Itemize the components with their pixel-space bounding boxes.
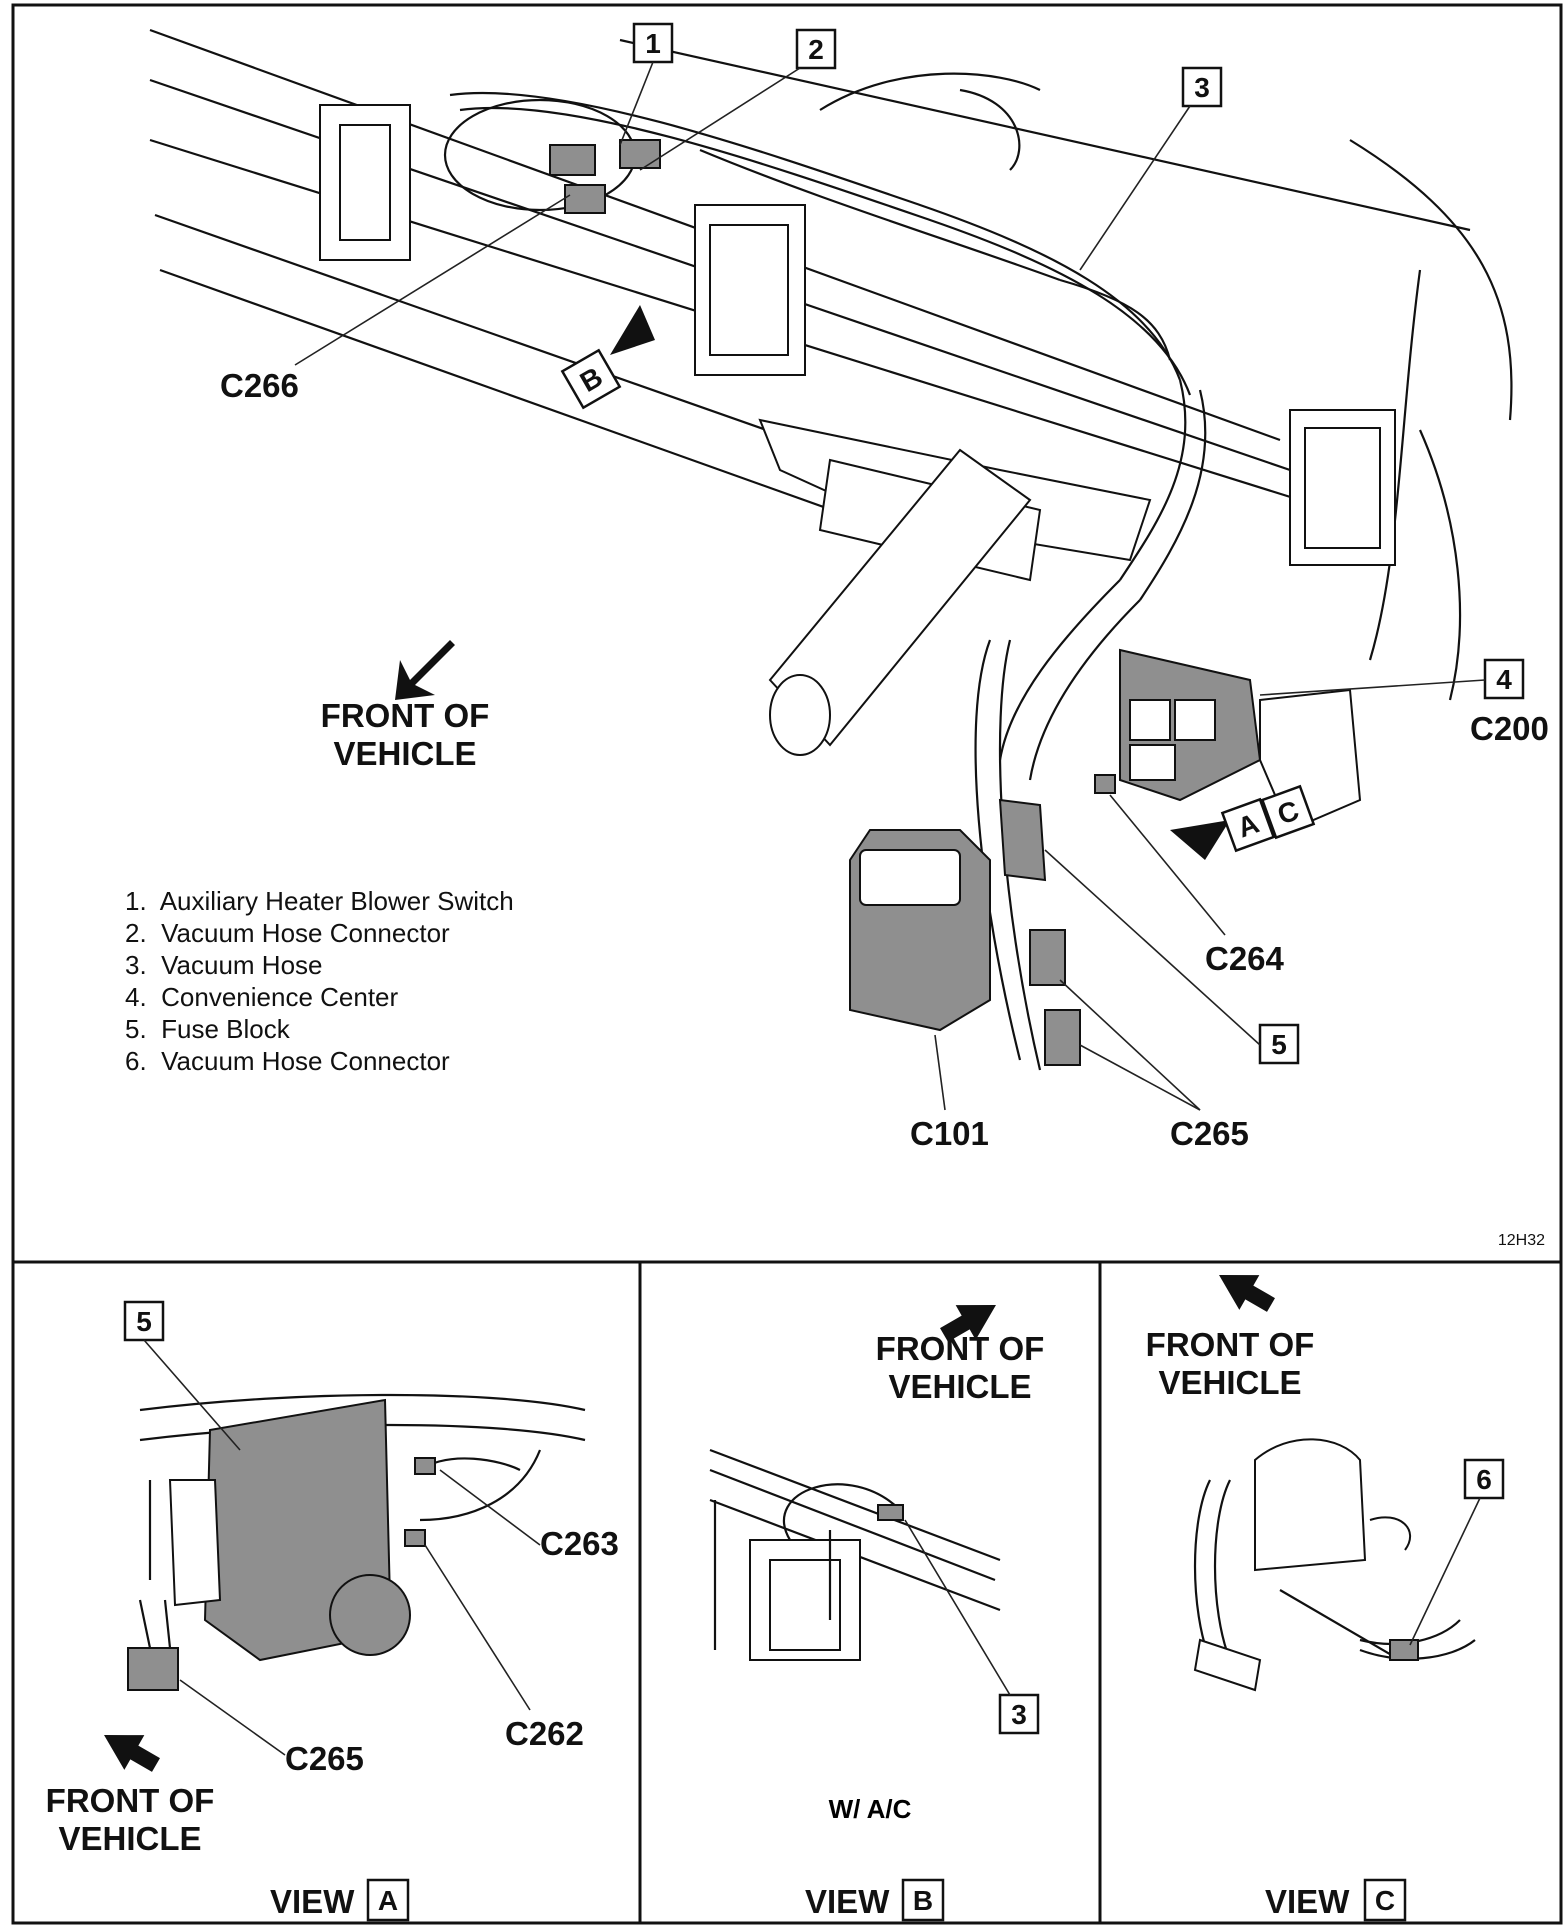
view-marker-b: B <box>560 348 622 410</box>
svg-text:2: 2 <box>808 34 824 65</box>
leader-5 <box>1044 849 1261 1046</box>
svg-text:VEHICLE: VEHICLE <box>333 735 476 772</box>
view-c-callout-6: 6 <box>1463 1458 1505 1500</box>
front-of-vehicle-view-b: FRONT OF VEHICLE <box>876 1305 1045 1405</box>
svg-text:VIEW: VIEW <box>1265 1883 1350 1920</box>
leader-2 <box>639 67 801 171</box>
callout-3: 3 <box>1181 66 1223 108</box>
view-a-leader-c262 <box>424 1544 531 1711</box>
svg-text:5: 5 <box>136 1306 152 1337</box>
front-of-vehicle-view-a: FRONT OF VEHICLE <box>46 1735 215 1857</box>
svg-text:1: 1 <box>645 28 661 59</box>
legend-item: 1. Auxiliary Heater Blower Switch <box>125 886 514 916</box>
view-a-title: VIEW A <box>270 1878 410 1922</box>
svg-text:VIEW: VIEW <box>270 1883 355 1920</box>
svg-text:3: 3 <box>1194 72 1210 103</box>
leader-3 <box>1079 105 1191 271</box>
view-b-title: VIEW B <box>805 1878 945 1922</box>
view-c-leader-6 <box>1409 1497 1481 1646</box>
svg-text:FRONT OF: FRONT OF <box>876 1330 1045 1367</box>
svg-text:3: 3 <box>1011 1699 1027 1730</box>
leader-c265-b <box>1079 1044 1201 1111</box>
leader-c266 <box>294 194 571 366</box>
svg-text:C: C <box>1375 1885 1395 1916</box>
view-a-leader-c263 <box>439 1469 541 1546</box>
view-marker-c: C <box>1260 784 1316 840</box>
instrument-panel-illustration <box>149 28 1513 1071</box>
front-of-vehicle-view-c: FRONT OF VEHICLE <box>1146 1275 1315 1401</box>
leader-4 <box>1259 679 1486 696</box>
view-c-title: VIEW C <box>1265 1878 1407 1922</box>
view-a-label-c265: C265 <box>285 1740 364 1777</box>
leader-c265-a <box>1059 979 1201 1111</box>
callout-1: 1 <box>632 22 674 64</box>
figure-code: 12H32 <box>1498 1232 1545 1249</box>
svg-text:FRONT OF: FRONT OF <box>321 697 490 734</box>
legend-item: 5. Fuse Block <box>125 1014 291 1044</box>
svg-text:B: B <box>913 1885 933 1916</box>
leader-1 <box>619 61 654 146</box>
svg-text:VEHICLE: VEHICLE <box>1158 1364 1301 1401</box>
leader-c101 <box>934 1034 946 1111</box>
svg-text:4: 4 <box>1496 664 1512 695</box>
view-a-leader-5 <box>143 1339 241 1451</box>
legend-item: 4. Convenience Center <box>125 982 399 1012</box>
callout-4: 4 <box>1483 658 1525 700</box>
svg-text:VEHICLE: VEHICLE <box>58 1820 201 1857</box>
view-b-callout-3: 3 <box>998 1693 1040 1735</box>
svg-text:VEHICLE: VEHICLE <box>888 1368 1031 1405</box>
label-c264: C264 <box>1205 940 1285 977</box>
view-a-label-c262: C262 <box>505 1715 584 1752</box>
svg-text:5: 5 <box>1271 1029 1287 1060</box>
svg-text:FRONT OF: FRONT OF <box>46 1782 215 1819</box>
view-b-leader-3 <box>904 1519 1011 1696</box>
front-of-vehicle-main: FRONT OF VEHICLE <box>321 640 490 772</box>
callout-2: 2 <box>795 28 837 70</box>
leader-c264 <box>1109 794 1226 936</box>
svg-text:A: A <box>378 1885 398 1916</box>
svg-text:VIEW: VIEW <box>805 1883 890 1920</box>
legend-item: 3. Vacuum Hose <box>125 950 323 980</box>
callout-5: 5 <box>1258 1023 1300 1065</box>
view-a-illustration <box>127 1393 586 1691</box>
view-marker-a: A <box>1220 797 1276 853</box>
label-c200: C200 <box>1470 710 1549 747</box>
svg-text:6: 6 <box>1476 1464 1492 1495</box>
legend-item: 2. Vacuum Hose Connector <box>125 918 450 948</box>
legend-item: 6. Vacuum Hose Connector <box>125 1046 450 1076</box>
diagram-frame <box>11 3 1563 1925</box>
view-a-callout-5: 5 <box>123 1300 165 1342</box>
label-c266: C266 <box>220 367 299 404</box>
svg-text:FRONT OF: FRONT OF <box>1146 1326 1315 1363</box>
view-a-leader-c265 <box>179 1679 286 1756</box>
legend: 1. Auxiliary Heater Blower Switch 2. Vac… <box>125 886 514 1076</box>
label-c101: C101 <box>910 1115 989 1152</box>
view-a-label-c263: C263 <box>540 1525 619 1562</box>
label-c265: C265 <box>1170 1115 1249 1152</box>
view-b-note: W/ A/C <box>829 1794 912 1824</box>
view-c-illustration <box>1193 1438 1476 1692</box>
view-b-illustration <box>709 1448 1001 1661</box>
